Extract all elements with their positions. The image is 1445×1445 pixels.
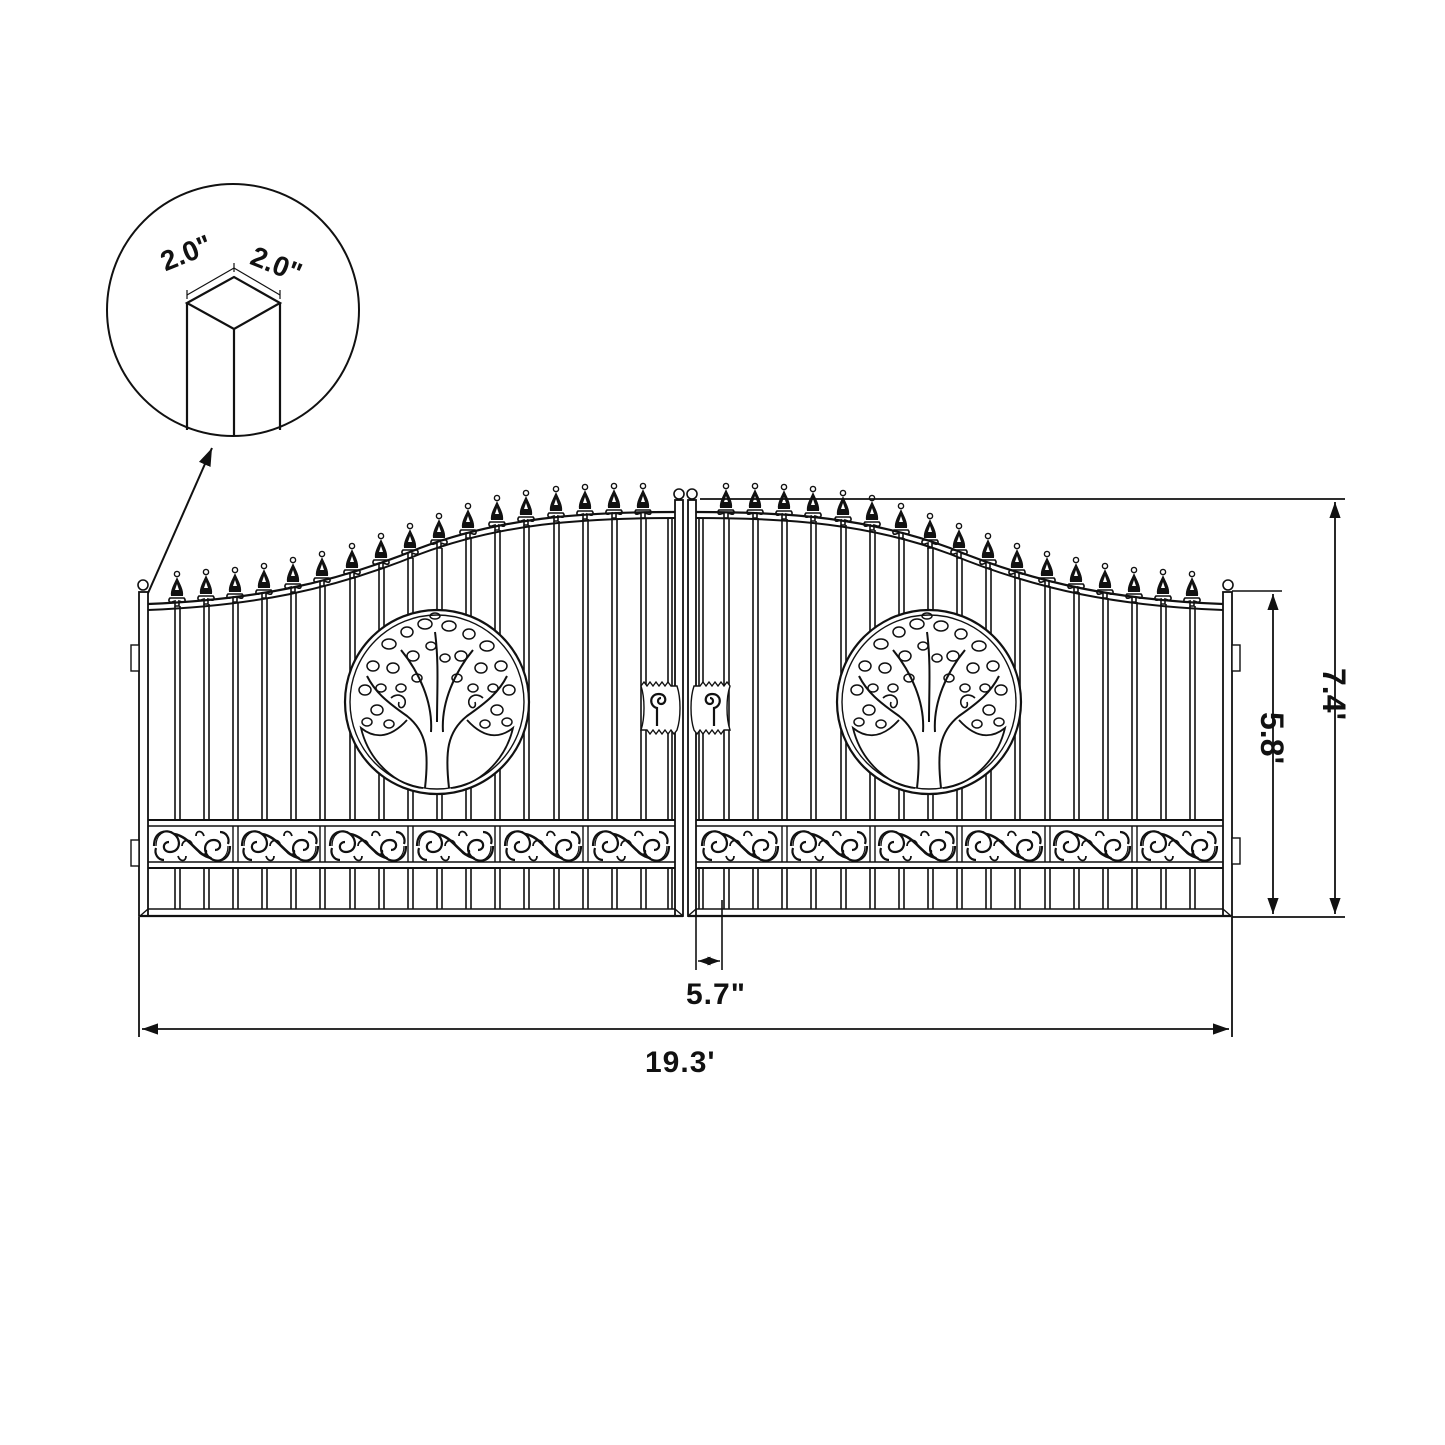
overall-height-label: 7.4' — [1316, 668, 1352, 721]
left-latch-plate — [639, 680, 682, 736]
left-scroll-band — [152, 829, 671, 863]
left-post — [130, 579, 149, 917]
right-finials — [717, 482, 1201, 607]
center-gap-label: 5.7" — [686, 978, 746, 1011]
left-finials — [168, 482, 652, 607]
right-scroll-band — [700, 829, 1219, 863]
post-detail-callout — [106, 183, 360, 606]
callout-leader-line — [144, 447, 213, 601]
right-latch-plate — [689, 680, 732, 736]
overall-width-label: 19.3' — [645, 1046, 716, 1079]
right-post — [1222, 579, 1241, 917]
left-tree-medallion — [343, 608, 531, 796]
scroll-dividers — [232, 826, 1138, 862]
post-height-label: 5.8' — [1254, 712, 1290, 765]
dimension-lines — [138, 498, 1345, 1037]
right-tree-medallion — [835, 608, 1023, 796]
